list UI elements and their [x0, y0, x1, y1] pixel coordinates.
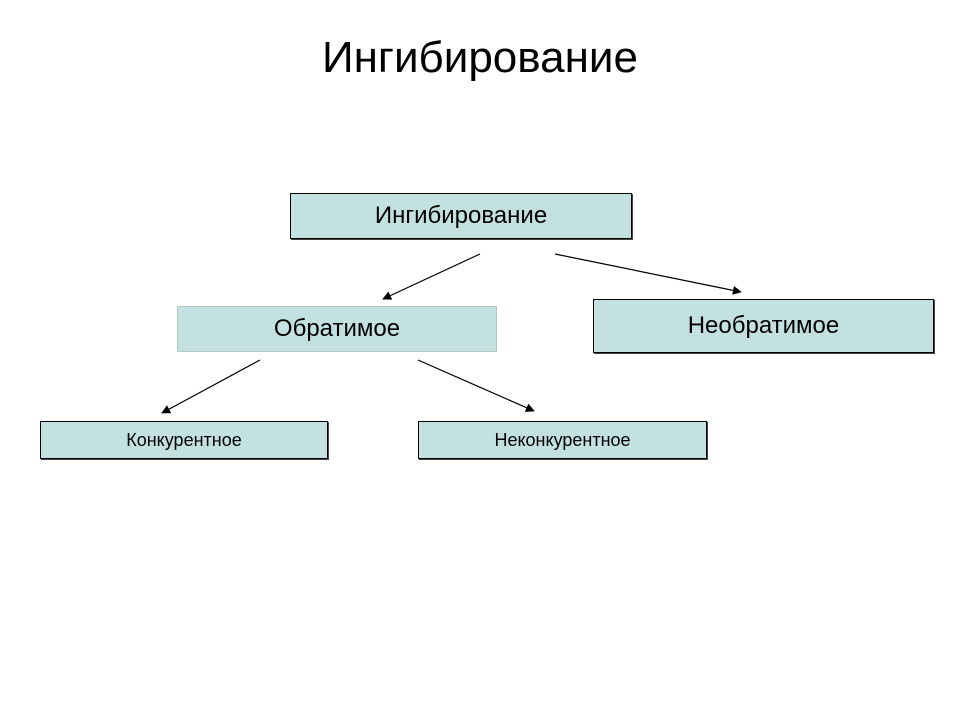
node-irreversible-label: Необратимое [687, 312, 840, 339]
node-reversible-label: Обратимое [273, 315, 401, 342]
arrow-reversible-to-noncompetitive [417, 359, 535, 412]
node-reversible: Обратимое [177, 306, 497, 352]
arrow-reversible-to-competitive [161, 359, 261, 414]
arrow-root-to-irreversible [554, 253, 742, 295]
node-inhibition: Ингибирование [290, 193, 632, 239]
node-noncompetitive: Неконкурентное [418, 421, 707, 459]
arrow-root-to-reversible [382, 253, 481, 300]
node-competitive: Конкурентное [40, 421, 328, 459]
node-competitive-label: Конкурентное [126, 429, 242, 450]
node-irreversible: Необратимое [593, 299, 934, 353]
node-noncompetitive-label: Неконкурентное [494, 429, 631, 450]
slide-title: Ингибирование [322, 33, 638, 82]
node-inhibition-label: Ингибирование [374, 202, 548, 229]
